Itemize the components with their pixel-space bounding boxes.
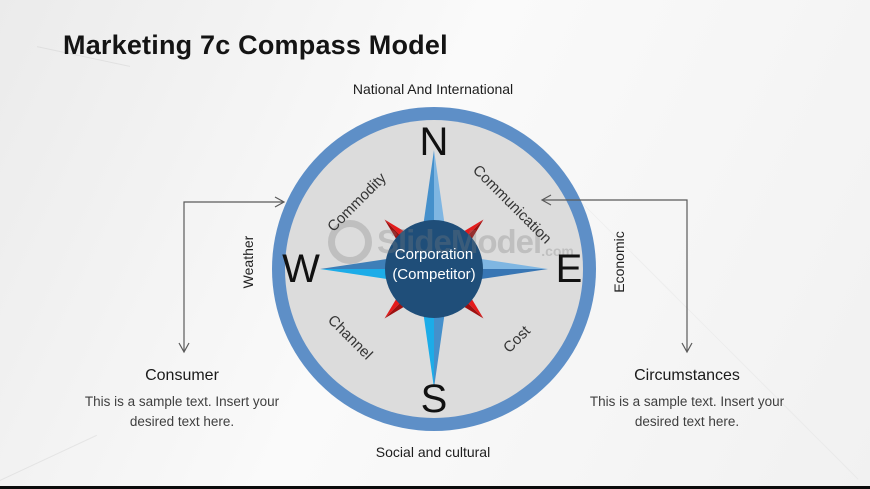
- compass-center-hub: [385, 220, 483, 318]
- center-hub-line1: Corporation: [394, 246, 474, 263]
- side-label-weather: Weather: [240, 235, 256, 289]
- direction-east: E: [555, 247, 583, 291]
- compass-top-label: National And International: [352, 81, 514, 97]
- connector-left: [183, 201, 283, 351]
- direction-north: N: [419, 120, 449, 164]
- center-hub-line2: (Competitor): [392, 265, 476, 283]
- page-title: Marketing 7c Compass Model: [63, 30, 448, 60]
- bottom-border-bar: [0, 486, 870, 489]
- direction-south: S: [420, 377, 448, 421]
- center-hub-label: Corporation (Competitor): [374, 245, 494, 284]
- connector-right: [543, 199, 688, 351]
- consumer-body: This is a sample text. Insert your desir…: [84, 394, 280, 429]
- consumer-heading: Consumer: [145, 367, 219, 384]
- arrowhead-down-icon: [681, 342, 693, 354]
- circumstances-body: This is a sample text. Insert your desir…: [589, 394, 785, 429]
- compass-bottom-label: Social and cultural: [375, 444, 491, 460]
- arrowhead-right-icon: [274, 196, 286, 208]
- arrowhead-left-icon: [540, 194, 552, 206]
- circumstances-heading: Circumstances: [634, 367, 740, 384]
- side-label-economic: Economic: [611, 231, 627, 293]
- direction-west: W: [282, 247, 320, 291]
- arrowhead-down-icon: [178, 342, 190, 354]
